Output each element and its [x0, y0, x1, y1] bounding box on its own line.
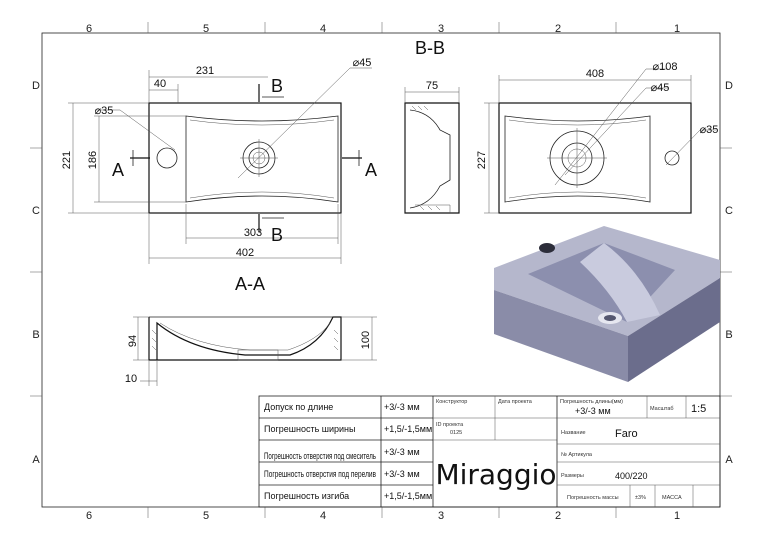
dim-outer-width: 402 [236, 247, 254, 259]
tb-mass-tol-label: Погрешность массы [567, 495, 619, 501]
tb-length-tol-label: Погрешность длины(мм) [560, 399, 623, 405]
zone-col-3-top: 3 [438, 23, 444, 35]
tb-row-1-label: Погрешность ширины [264, 424, 356, 434]
section-title-aa: A-A [235, 274, 265, 294]
dim-right-drain-dia: ⌀45 [651, 82, 670, 94]
tb-scale-value: 1:5 [691, 403, 706, 415]
dim-section-height: 100 [360, 331, 372, 349]
zone-col-4-bottom: 4 [320, 510, 326, 522]
zone-row-c-right: C [725, 205, 733, 217]
tb-name-label: Название [561, 430, 586, 436]
section-title-bb: B-B [415, 38, 445, 58]
tb-scale-label: Масштаб [650, 406, 674, 412]
tb-row-2-label: Погрешность отверстия под смеситель [264, 451, 376, 461]
tb-row-4-value: +1,5/-1,5мм [384, 491, 432, 501]
tb-length-tol-value: +3/-3 мм [575, 406, 611, 416]
zone-col-1-top: 1 [674, 23, 680, 35]
tb-row-3-label: Погрешность отверстия под перелив [264, 469, 376, 479]
tb-row-0-label: Допуск по длине [264, 402, 333, 412]
side-section-view [404, 87, 460, 214]
cut-a-right: A [365, 160, 377, 180]
section-aa-view [133, 316, 377, 386]
zone-col-5-bottom: 5 [203, 510, 209, 522]
dim-top-offset: 40 [154, 78, 166, 90]
dim-right-width: 408 [586, 68, 604, 80]
zone-col-2-bottom: 2 [555, 510, 561, 522]
isometric-render [494, 226, 720, 382]
zone-col-4-top: 4 [320, 23, 326, 35]
dim-right-height: 227 [476, 151, 488, 169]
dim-top-width: 231 [196, 65, 214, 77]
zone-row-a-right: A [725, 454, 733, 466]
zone-col-6-bottom: 6 [86, 510, 92, 522]
tb-size-label: Размеры [561, 473, 584, 479]
zone-row-d-left: D [32, 80, 40, 92]
cut-a-left: A [112, 160, 124, 180]
tb-project-id: 0125 [450, 430, 462, 436]
zone-row-b-right: B [725, 329, 732, 341]
dim-side-depth: 75 [426, 80, 438, 92]
tb-row-3-value: +3/-3 мм [384, 469, 420, 479]
zone-col-2-top: 2 [555, 23, 561, 35]
zone-row-b-left: B [32, 329, 39, 341]
dim-section-depth: 94 [127, 335, 139, 347]
tb-project-id-label: ID проекта [436, 422, 464, 428]
zone-col-3-bottom: 3 [438, 510, 444, 522]
zone-row-d-right: D [725, 80, 733, 92]
tb-date-label: Дата проекта [498, 399, 533, 405]
dim-wall-thickness: 10 [125, 373, 137, 385]
tb-article-label: № Артикула [561, 452, 593, 458]
zone-col-5-top: 5 [203, 23, 209, 35]
zone-ticks [30, 22, 732, 518]
tb-row-2-value: +3/-3 мм [384, 447, 420, 457]
zone-col-1-bottom: 1 [674, 510, 680, 522]
dim-right-tap-dia: ⌀35 [700, 124, 719, 136]
tb-mass-tol-value: ±3% [635, 495, 646, 501]
tb-row-0-value: +3/-3 мм [384, 402, 420, 412]
tb-size-value: 400/220 [615, 471, 648, 481]
dim-outer-height: 221 [61, 151, 73, 169]
top-view [68, 67, 372, 264]
tb-mass-label: МАССА [662, 495, 682, 501]
dim-tap-dia: ⌀35 [95, 105, 114, 117]
dim-right-outer-dia: ⌀108 [653, 61, 678, 73]
cut-b-top: B [271, 76, 283, 96]
title-block [258, 395, 721, 508]
cut-b-bottom: B [271, 225, 283, 245]
right-top-view [484, 68, 716, 214]
zone-col-6-top: 6 [86, 23, 92, 35]
zone-row-a-left: A [32, 454, 40, 466]
tb-designer-label: Конструктор [436, 399, 467, 405]
zone-row-c-left: C [32, 205, 40, 217]
tb-name-value: Faro [615, 428, 638, 440]
dim-inner-height: 186 [87, 151, 99, 169]
tb-row-4-label: Погрешность изгиба [264, 491, 349, 501]
tb-row-1-value: +1,5/-1,5мм [384, 424, 432, 434]
dim-inner-width: 303 [244, 227, 262, 239]
brand-logo: Miraggio [435, 458, 556, 491]
dim-drain-dia: ⌀45 [353, 57, 372, 69]
